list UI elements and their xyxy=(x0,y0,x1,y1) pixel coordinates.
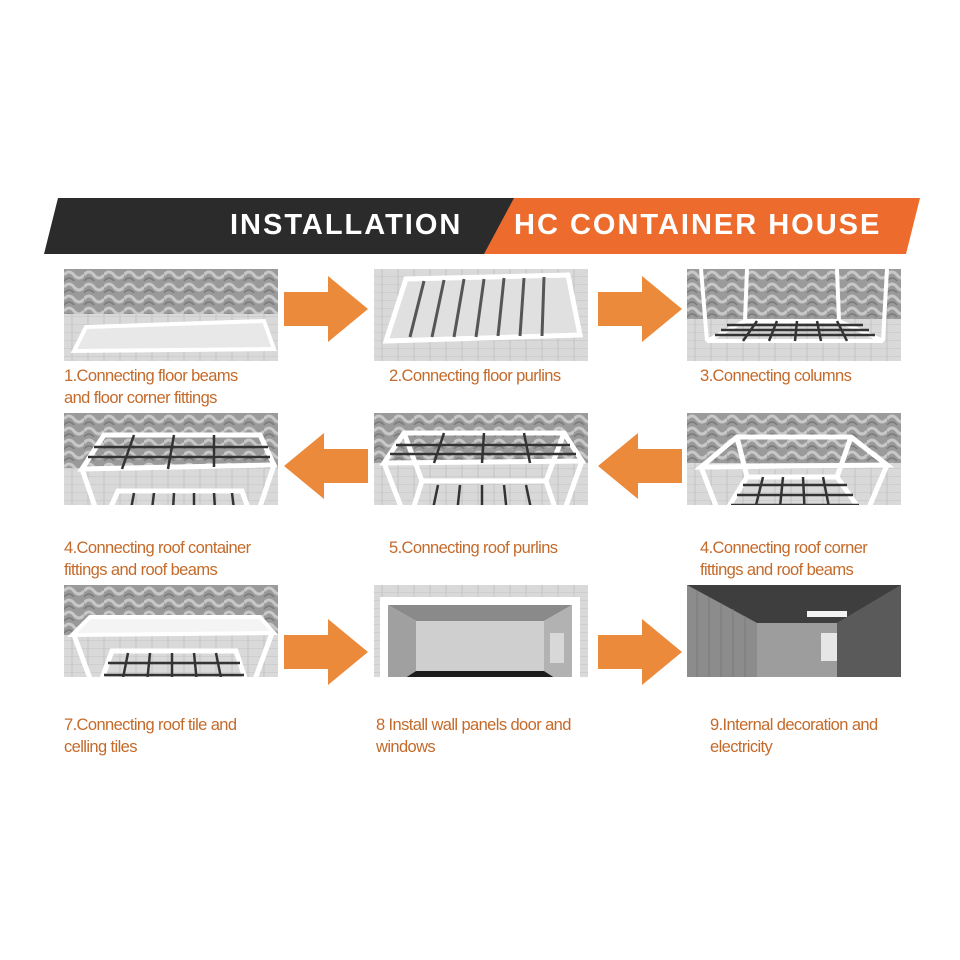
step-1-caption: 1.Connecting floor beams and floor corne… xyxy=(64,365,238,409)
step-3-image xyxy=(687,269,901,361)
caption-line: 1.Connecting floor beams xyxy=(64,367,238,385)
step-8-image xyxy=(374,585,588,677)
caption-line: fittings and roof beams xyxy=(700,561,854,579)
arrow-right-icon xyxy=(598,619,682,685)
step-6-image xyxy=(687,413,901,505)
caption-line: electricity xyxy=(710,738,773,756)
step-2-caption: 2.Connecting floor purlins xyxy=(389,365,561,387)
step-9-caption: 9.Internal decoration and electricity xyxy=(710,714,878,758)
caption-line: 5.Connecting roof purlins xyxy=(389,539,558,557)
arrow-right-icon xyxy=(284,276,368,342)
arrow-right-icon xyxy=(284,619,368,685)
caption-line: 4.Connecting roof container xyxy=(64,539,251,557)
step-8-caption: 8 Install wall panels door and windows xyxy=(376,714,571,758)
caption-line: 8 Install wall panels door and xyxy=(376,716,571,734)
banner-title-installation: INSTALLATION xyxy=(230,209,463,241)
banner-title-product: HC CONTAINER HOUSE xyxy=(514,209,882,241)
arrow-right-icon xyxy=(598,276,682,342)
step-5-image xyxy=(374,413,588,505)
caption-line: and floor corner fittings xyxy=(64,389,217,407)
caption-line: windows xyxy=(376,738,436,756)
arrow-left-icon xyxy=(598,433,682,499)
step-9-image xyxy=(687,585,901,677)
caption-line: 2.Connecting floor purlins xyxy=(389,367,561,385)
title-banner: INSTALLATION HC CONTAINER HOUSE xyxy=(44,198,920,254)
step-4-caption: 4.Connecting roof container fittings and… xyxy=(64,537,251,581)
banner-dark-section xyxy=(44,198,514,254)
caption-line: celling tiles xyxy=(64,738,138,756)
caption-line: 7.Connecting roof tile and xyxy=(64,716,237,734)
caption-line: 9.Internal decoration and xyxy=(710,716,878,734)
caption-line: 3.Connecting columns xyxy=(700,367,852,385)
step-4-image xyxy=(64,413,278,505)
arrow-left-icon xyxy=(284,433,368,499)
banner-orange-section xyxy=(484,198,920,254)
step-6-caption: 4.Connecting roof corner fittings and ro… xyxy=(700,537,868,581)
step-1-image xyxy=(64,269,278,361)
step-7-image xyxy=(64,585,278,677)
caption-line: 4.Connecting roof corner xyxy=(700,539,868,557)
step-7-caption: 7.Connecting roof tile and celling tiles xyxy=(64,714,237,758)
step-3-caption: 3.Connecting columns xyxy=(700,365,852,387)
step-2-image xyxy=(374,269,588,361)
caption-line: fittings and roof beams xyxy=(64,561,218,579)
step-5-caption: 5.Connecting roof purlins xyxy=(389,537,558,559)
